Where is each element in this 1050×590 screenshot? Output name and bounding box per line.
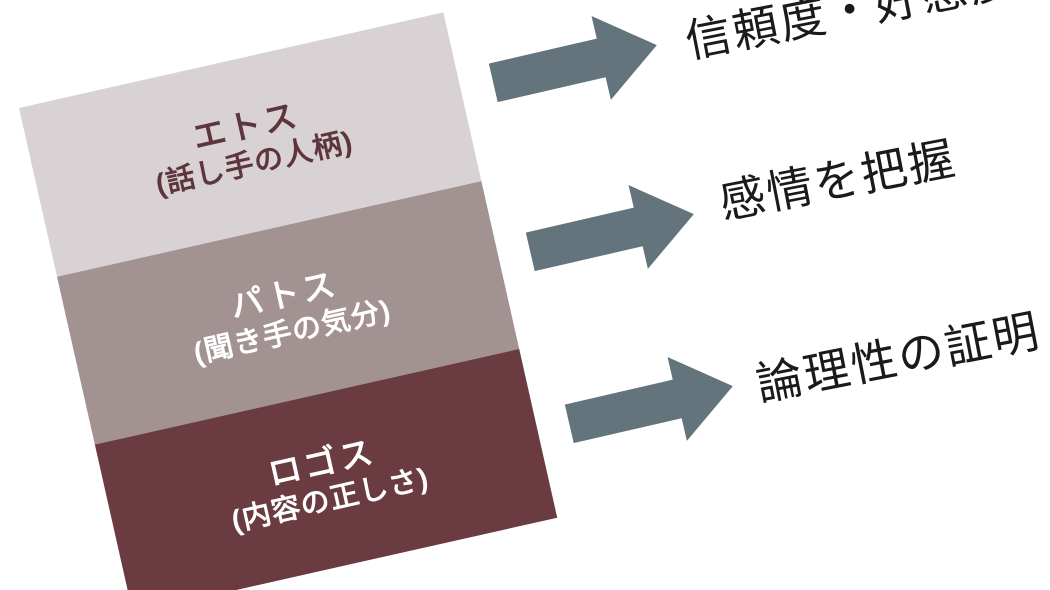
- right-arrow-icon: [559, 344, 742, 466]
- rhetoric-stack: エトス (話し手の人柄) パトス (聞き手の気分) ロゴス (内容の正しさ): [19, 12, 558, 590]
- right-arrow-icon: [520, 172, 703, 294]
- outcome-label-trust: 信頼度・好感度: [681, 0, 1021, 68]
- right-arrow-icon: [483, 3, 666, 125]
- outcome-label-logic: 論理性の証明: [752, 304, 1045, 411]
- outcome-label-emotion: 感情を把握: [715, 131, 961, 229]
